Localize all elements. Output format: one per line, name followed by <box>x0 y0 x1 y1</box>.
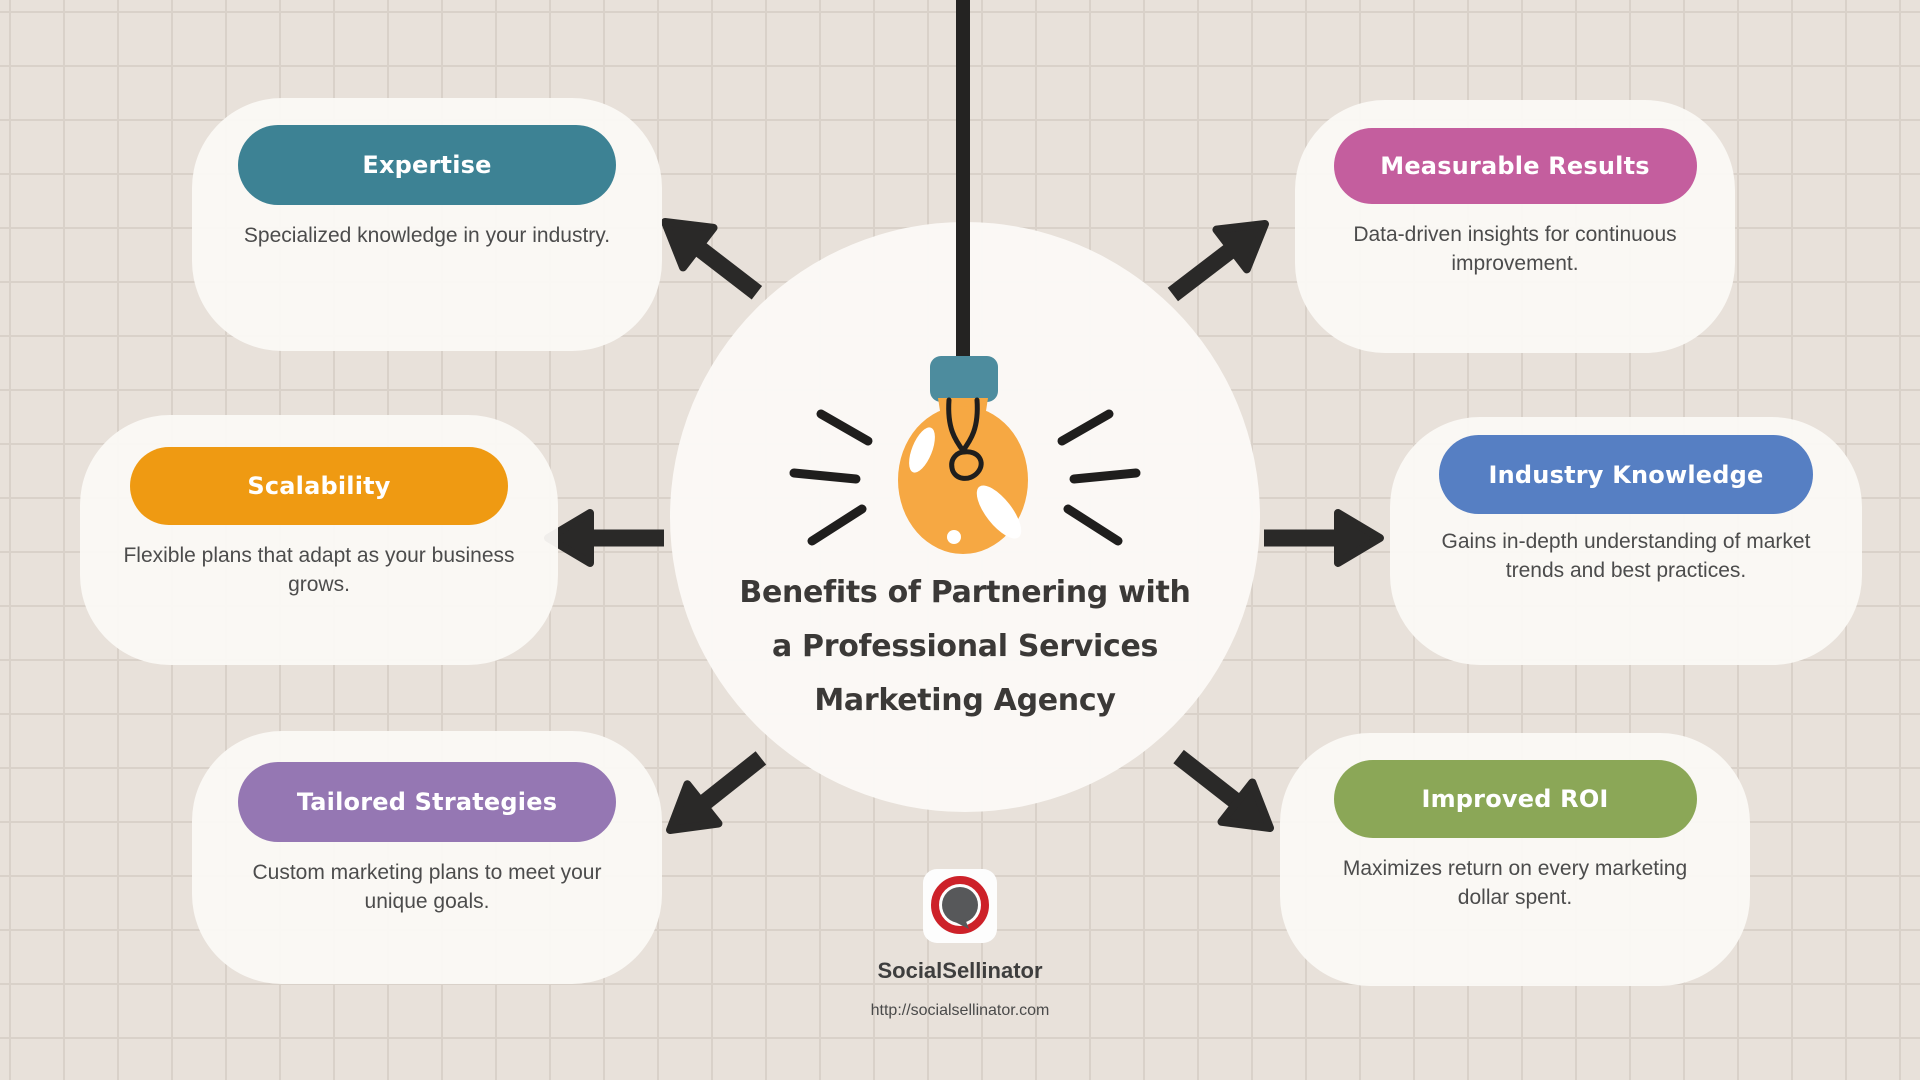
main-title-line-3: Marketing Agency <box>814 683 1116 718</box>
benefit-title-improved-roi: Improved ROI <box>1421 785 1609 813</box>
arrow-left-icon <box>544 509 664 567</box>
arrow-down-left-icon <box>666 751 767 834</box>
benefit-description-measurable-results: Data-driven insights for continuous impr… <box>1353 223 1677 275</box>
arrow-up-right-icon <box>1167 220 1269 302</box>
benefit-pill-expertise: Expertise <box>238 125 616 205</box>
speech-bubble-ring-icon <box>931 876 989 934</box>
benefit-card-industry-knowledge: Industry Knowledge Gains in-depth unders… <box>1390 417 1862 665</box>
main-title-line-2: a Professional Services <box>771 629 1159 664</box>
benefit-card-tailored-strategies: Tailored Strategies Custom marketing pla… <box>192 731 662 984</box>
brand-url: http://socialsellinator.com <box>870 1002 1050 1019</box>
benefit-card-measurable-results: Measurable Results Data-driven insights … <box>1295 100 1735 353</box>
arrow-right-icon <box>1264 509 1384 567</box>
benefit-card-improved-roi: Improved ROI Maximizes return on every m… <box>1280 733 1750 986</box>
benefit-card-scalability: Scalability Flexible plans that adapt as… <box>80 415 558 665</box>
benefit-title-tailored-strategies: Tailored Strategies <box>296 788 558 816</box>
benefit-description-industry-knowledge: Gains in-depth understanding of market t… <box>1441 530 1811 582</box>
benefit-description-scalability: Flexible plans that adapt as your busine… <box>123 544 515 596</box>
lightbulb-cap <box>930 356 998 402</box>
benefit-pill-scalability: Scalability <box>130 447 508 525</box>
benefit-pill-industry-knowledge: Industry Knowledge <box>1439 435 1813 514</box>
benefit-title-expertise: Expertise <box>362 151 492 179</box>
benefit-pill-tailored-strategies: Tailored Strategies <box>238 762 616 842</box>
benefit-title-scalability: Scalability <box>247 472 391 500</box>
arrow-down-right-icon <box>1173 749 1274 832</box>
benefit-card-expertise: Expertise Specialized knowledge in your … <box>192 98 662 351</box>
benefit-title-measurable-results: Measurable Results <box>1380 152 1650 180</box>
lightbulb-cord <box>956 0 970 366</box>
brand-name: SocialSellinator <box>877 958 1043 983</box>
benefit-description-improved-roi: Maximizes return on every marketing doll… <box>1342 857 1688 909</box>
benefit-description-tailored-strategies: Custom marketing plans to meet your uniq… <box>252 861 602 913</box>
benefit-pill-improved-roi: Improved ROI <box>1333 760 1697 838</box>
benefit-description-expertise: Specialized knowledge in your industry. <box>243 224 611 247</box>
arrow-up-left-icon <box>661 218 763 300</box>
lightbulb-icon <box>898 397 1028 554</box>
main-title-line-1: Benefits of Partnering with <box>739 575 1191 610</box>
benefit-title-industry-knowledge: Industry Knowledge <box>1488 460 1764 489</box>
brand-logo <box>923 869 997 943</box>
lightbulb-rays-icon <box>789 409 1141 546</box>
main-title: Benefits of Partnering with a Profession… <box>665 566 1265 728</box>
benefit-pill-measurable-results: Measurable Results <box>1333 128 1697 204</box>
